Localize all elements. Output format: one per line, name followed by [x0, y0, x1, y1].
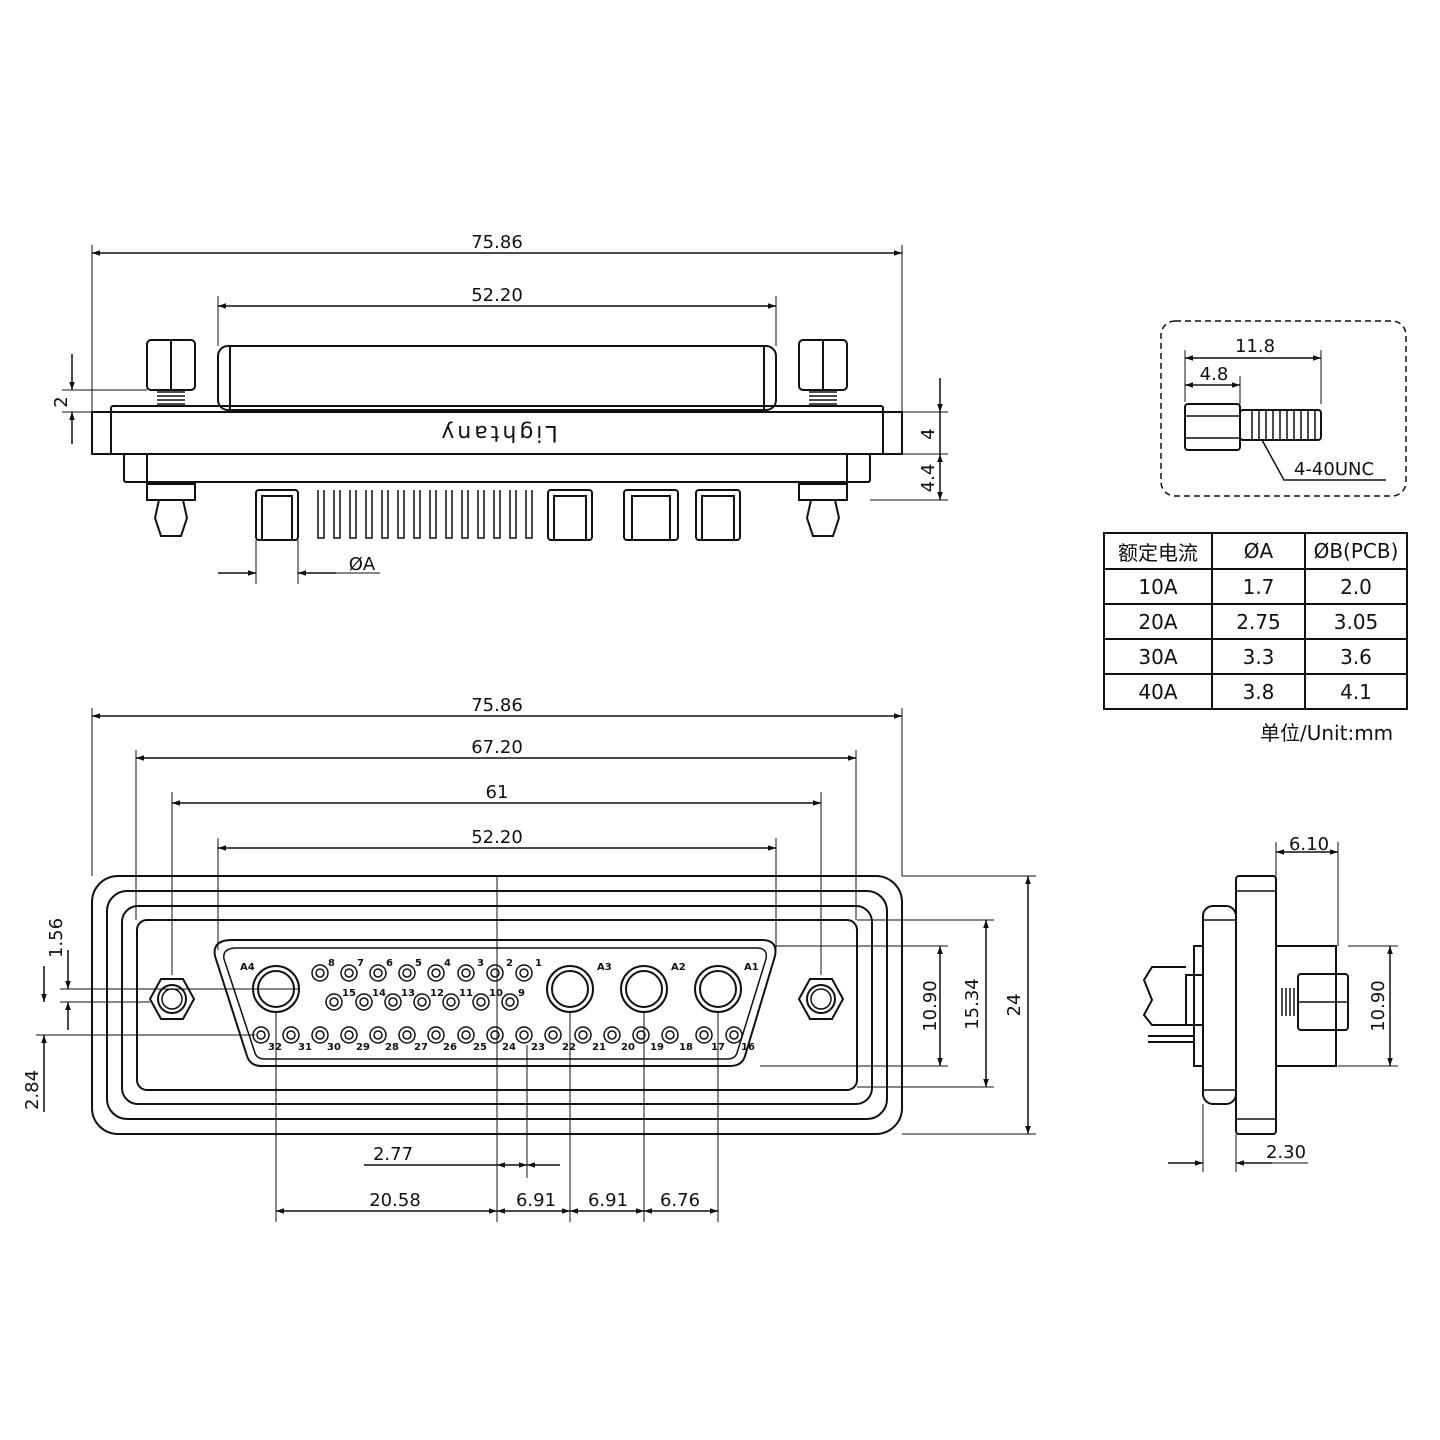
- cell-current: 40A: [1103, 673, 1213, 710]
- contact-label: 28: [385, 1042, 399, 1053]
- cell-diameter-a: 3.8: [1211, 673, 1306, 710]
- screw-detail-labels: 11.8 4.8 4-40UNC: [1200, 336, 1374, 480]
- dim-side-depth: 6.10: [1289, 834, 1329, 855]
- dim-row-offset-lower: 2.84: [22, 1070, 43, 1110]
- header-diameter-a: ØA: [1211, 532, 1306, 570]
- cell-diameter-b: 4.1: [1304, 673, 1408, 710]
- contact-label: 22: [562, 1042, 576, 1053]
- dim-overall-width-front: 75.86: [471, 695, 523, 716]
- contact-label: 26: [443, 1042, 457, 1053]
- screw-detail: [1160, 320, 1407, 497]
- side-view-labels: 6.10 2.30 10.90: [1266, 834, 1389, 1163]
- contact-label: 9: [518, 988, 525, 999]
- contact-label: 23: [531, 1042, 545, 1053]
- dim-post-height: 2: [51, 396, 72, 407]
- contact-label: 16: [741, 1042, 755, 1053]
- side-view: [1142, 842, 1398, 1172]
- dim-pitch-e: 6.76: [660, 1190, 700, 1211]
- dim-shell-height-outer: 15.34: [962, 978, 983, 1030]
- cell-diameter-b: 2.0: [1304, 568, 1408, 605]
- front-view: [36, 708, 1036, 1222]
- contact-label: 13: [401, 988, 415, 999]
- contact-label: 24: [502, 1042, 516, 1053]
- contact-label: 11: [459, 988, 473, 999]
- top-view-labels: 75.86 52.20 2 4 4.4 ØA Lightany: [51, 232, 939, 575]
- table-row: 10A 1.7 2.0: [1103, 568, 1408, 605]
- contact-label-a1: A1: [744, 962, 759, 973]
- cell-diameter-a: 1.7: [1211, 568, 1306, 605]
- contact-label: 4: [444, 958, 451, 969]
- cell-current: 20A: [1103, 603, 1213, 640]
- header-diameter-b: ØB(PCB): [1304, 532, 1408, 570]
- cell-diameter-b: 3.05: [1304, 603, 1408, 640]
- top-view: [62, 245, 948, 584]
- contact-label: 12: [430, 988, 444, 999]
- contact-label: 30: [327, 1042, 341, 1053]
- dim-pitch-c: 6.91: [516, 1190, 556, 1211]
- dim-flange-inner: 67.20: [471, 737, 523, 758]
- dim-pitch-d: 6.91: [588, 1190, 628, 1211]
- dim-mount-hole-pitch: 61: [486, 782, 509, 803]
- cell-diameter-b: 3.6: [1304, 638, 1408, 675]
- contact-label: 1: [535, 958, 542, 969]
- dim-row-offset-upper: 1.56: [46, 918, 67, 958]
- dim-side-flange-offset: 2.30: [1266, 1142, 1306, 1163]
- contact-label: 14: [372, 988, 386, 999]
- contact-label: 27: [414, 1042, 428, 1053]
- contact-label-a4: A4: [240, 962, 255, 973]
- dim-screw-head: 4.8: [1200, 364, 1229, 385]
- contact-label: 20: [621, 1042, 635, 1053]
- spec-table: 额定电流 ØA ØB(PCB) 10A 1.7 2.0 20A 2.75 3.0…: [1103, 532, 1408, 710]
- cell-current: 30A: [1103, 638, 1213, 675]
- contact-label: 19: [650, 1042, 664, 1053]
- contact-label: 2: [506, 958, 513, 969]
- contact-label: 5: [415, 958, 422, 969]
- front-view-labels: 75.86 67.20 61 52.20 1.56 2.84 10.90 15.…: [22, 695, 1025, 1211]
- dim-flange-thickness: 4: [918, 428, 939, 439]
- contact-label: 21: [592, 1042, 606, 1053]
- contact-label: 6: [386, 958, 393, 969]
- dim-shell-height-inner: 10.90: [920, 980, 941, 1032]
- thread-label: 4-40UNC: [1294, 459, 1374, 480]
- dim-screw-length: 11.8: [1235, 336, 1275, 357]
- dim-overall-height: 24: [1004, 994, 1025, 1017]
- cell-diameter-a: 3.3: [1211, 638, 1306, 675]
- contact-label: 17: [711, 1042, 725, 1053]
- contact-label: 29: [356, 1042, 370, 1053]
- table-row: 40A 3.8 4.1: [1103, 673, 1408, 710]
- contact-label: 18: [679, 1042, 693, 1053]
- contact-label: 15: [342, 988, 356, 999]
- cell-diameter-a: 2.75: [1211, 603, 1306, 640]
- contact-label: 25: [473, 1042, 487, 1053]
- contact-label: 3: [477, 958, 484, 969]
- contact-label: 10: [489, 988, 503, 999]
- cell-current: 10A: [1103, 568, 1213, 605]
- dim-pin-diameter: ØA: [349, 554, 376, 575]
- contact-label: 31: [298, 1042, 312, 1053]
- contact-label: 7: [357, 958, 364, 969]
- dim-pitch-b: 20.58: [369, 1190, 421, 1211]
- dim-side-height: 10.90: [1368, 980, 1389, 1032]
- contact-label: 32: [268, 1042, 282, 1053]
- brand-mark: Lightany: [438, 420, 557, 445]
- header-rated-current: 额定电流: [1103, 532, 1213, 570]
- spec-table-header: 额定电流 ØA ØB(PCB): [1103, 532, 1408, 570]
- dim-overall-width-top: 75.86: [471, 232, 523, 253]
- table-row: 30A 3.3 3.6: [1103, 638, 1408, 675]
- table-row: 20A 2.75 3.05: [1103, 603, 1408, 640]
- dim-insulator-depth: 4.4: [918, 464, 939, 493]
- contact-label-a2: A2: [671, 962, 686, 973]
- contact-label-a3: A3: [597, 962, 612, 973]
- unit-note: 单位/Unit:mm: [1260, 721, 1394, 745]
- dim-pitch-a: 2.77: [373, 1144, 413, 1165]
- dim-shell-width-top: 52.20: [471, 285, 523, 306]
- contact-label: 8: [328, 958, 335, 969]
- dim-shell-width-front: 52.20: [471, 827, 523, 848]
